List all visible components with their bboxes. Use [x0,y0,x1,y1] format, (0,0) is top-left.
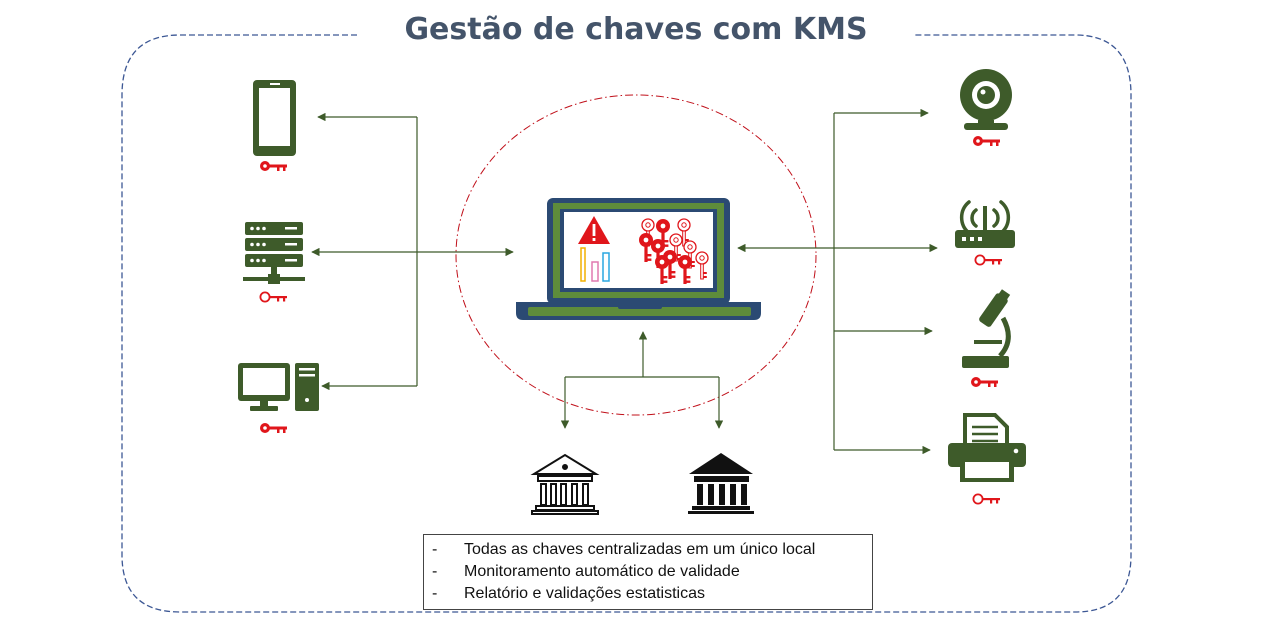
webcam-icon [960,69,1012,130]
desktop-computer-icon [238,363,319,411]
list-item: - Relatório e validações estatisticas [432,583,864,605]
printer-icon [948,413,1026,482]
key-icon [974,254,1003,266]
key-icon [260,161,287,171]
features-box: - Todas as chaves centralizadas em um ún… [423,534,873,610]
list-item: - Monitoramento automático de validade [432,561,864,583]
laptop-kms-icon [516,198,761,320]
bullet: - [432,585,438,602]
key-icon [260,423,287,433]
bar-chart-icon [580,247,610,282]
microscope-icon [962,289,1011,368]
bullet: - [432,541,438,558]
key-icon [973,136,1000,146]
key-icon [259,291,288,303]
bank-outline-icon [530,453,600,515]
bank-filled-icon [688,453,754,514]
feature-text: Monitoramento automático de validade [464,563,740,580]
wifi-router-icon [955,200,1015,248]
feature-text: Todas as chaves centralizadas em um únic… [464,541,816,558]
key-icon [972,493,1001,505]
smartphone-icon [253,80,296,156]
list-item: - Todas as chaves centralizadas em um ún… [432,539,864,561]
outer-border [121,34,1132,613]
warning-icon [578,216,610,244]
connectors [311,108,938,455]
key-icon [971,377,998,387]
bullet: - [432,563,438,580]
page-title: Gestão de chaves com KMS [404,12,868,47]
feature-text: Relatório e validações estatisticas [464,585,706,602]
server-rack-icon [243,222,305,284]
